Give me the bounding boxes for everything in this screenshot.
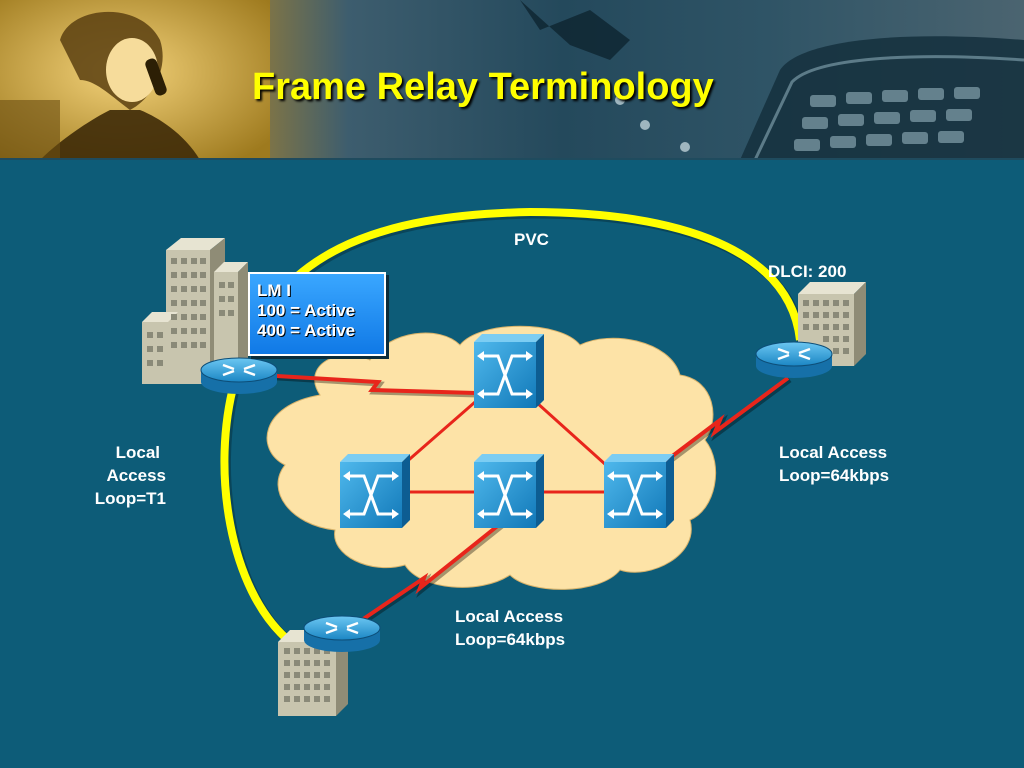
bottom-access-line1: Local Access: [455, 607, 564, 626]
slide-title: Frame Relay Terminology: [252, 66, 714, 108]
pvc-label: PVC: [514, 230, 549, 249]
router-icon: [303, 615, 381, 652]
router-icon: [755, 341, 833, 378]
bottom-access-label: Local Access Loop=64kbps: [455, 605, 565, 651]
access-link-bottom: [348, 518, 507, 630]
left-access-line1: Local: [115, 443, 160, 462]
router-icon: [200, 357, 278, 394]
header-banner: Frame Relay Terminology: [0, 0, 1024, 160]
lmi-status-100: 100 = Active: [257, 301, 356, 320]
bottom-access-line2: Loop=64kbps: [455, 630, 566, 649]
phone-keypad-photo: [520, 0, 1024, 160]
lmi-status-400: 400 = Active: [257, 321, 356, 340]
access-links: [259, 373, 790, 630]
pvc-line: [220, 207, 804, 644]
frame-relay-switch-icon: [340, 454, 410, 528]
header-divider: [0, 158, 1024, 160]
right-access-label: Local Access Loop=64kbps: [779, 441, 889, 487]
access-link-right: [632, 376, 790, 487]
left-access-label: Local Access Loop=T1: [60, 441, 166, 510]
building-icon: [142, 238, 248, 384]
dlci-label: DLCI: 200: [768, 262, 847, 281]
frame-relay-switch-icon: [474, 454, 544, 528]
frame-relay-switch-icon: [474, 334, 544, 408]
left-access-line3: Loop=T1: [94, 489, 166, 508]
right-access-line1: Local Access: [779, 443, 888, 462]
left-access-line2: Access: [106, 466, 166, 485]
right-access-line2: Loop=64kbps: [779, 466, 890, 485]
lmi-status-box: LM I 100 = Active 400 = Active: [248, 272, 386, 356]
lmi-title: LM I: [257, 281, 291, 300]
access-link-left: [259, 373, 477, 395]
frame-relay-switch-icon: [604, 454, 674, 528]
woman-on-phone-photo: [0, 0, 270, 160]
